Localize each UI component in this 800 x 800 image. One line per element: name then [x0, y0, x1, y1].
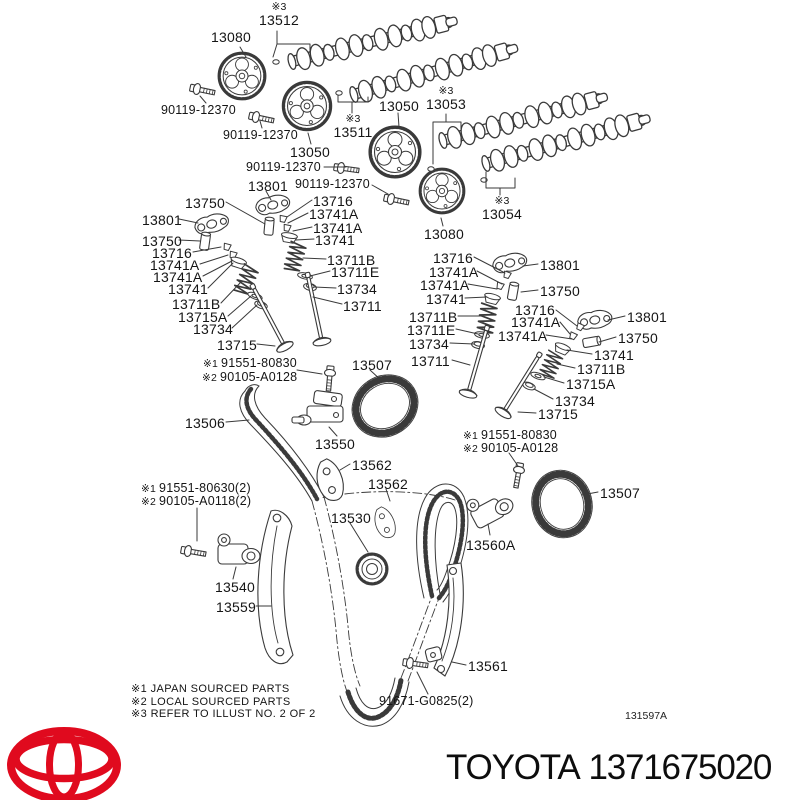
- legend-item: ※2 LOCAL SOURCED PARTS: [131, 695, 291, 708]
- part-label-13711B: 13711B: [327, 252, 376, 268]
- part-label-13750: 13750: [540, 283, 580, 299]
- part-label-13507: 13507: [600, 485, 640, 501]
- part-label-13711: 13711: [411, 353, 450, 369]
- part-label-13711B: 13711B: [172, 296, 221, 312]
- legend-item: ※1 JAPAN SOURCED PARTS: [131, 683, 290, 695]
- part-label-13741A: 13741A: [429, 264, 479, 280]
- part-label-13750: 13750: [618, 330, 658, 346]
- part-label-13506: 13506: [185, 415, 225, 431]
- part-label-13540: 13540: [215, 579, 255, 595]
- part-label-13741: 13741: [315, 232, 355, 248]
- part-label-13750: 13750: [185, 195, 225, 211]
- part-label-13711B: 13711B: [577, 361, 626, 377]
- part-label-13507: 13507: [352, 357, 392, 373]
- part-label-13562: 13562: [368, 476, 408, 492]
- part-label-13716: 13716: [433, 250, 473, 266]
- part-label-13711E: 13711E: [407, 322, 456, 338]
- part-label-13711B: 13711B: [409, 309, 458, 325]
- part-label-13741A: 13741A: [420, 277, 470, 293]
- part-label-13715A: 13715A: [178, 309, 228, 325]
- footer-part-number: 1371675020: [588, 748, 772, 787]
- part-label-13560A: 13560A: [466, 537, 516, 553]
- vvt-gear: [216, 50, 268, 102]
- part-label-90119-12370: 90119-12370: [246, 160, 321, 174]
- part-label-13716: 13716: [313, 193, 353, 209]
- legend: ※1 JAPAN SOURCED PARTS ※2 LOCAL SOURCED …: [131, 683, 316, 721]
- part-label-13715: 13715: [217, 337, 257, 353]
- part-label-90119-12370: 90119-12370: [223, 128, 298, 142]
- part-label-13715A: 13715A: [566, 376, 616, 392]
- footer-brand-text: TOYOTA: [446, 748, 581, 787]
- part-label-13050: 13050: [290, 144, 330, 160]
- part-label-13741: 13741: [426, 291, 466, 307]
- part-label-90119-12370: 90119-12370: [161, 103, 236, 117]
- part-label-13561: 13561: [468, 658, 508, 674]
- part-label-13734: 13734: [409, 336, 449, 352]
- part-label-13734: 13734: [337, 281, 377, 297]
- toyota-logo-icon: [7, 727, 121, 800]
- part-label-13715: 13715: [538, 406, 578, 422]
- part-label-13750: 13750: [142, 233, 182, 249]
- part-label-13741: 13741: [594, 347, 634, 363]
- part-label-13741A: 13741A: [511, 314, 561, 330]
- part-label-13801: 13801: [142, 212, 182, 228]
- part-label-13741A: 13741A: [309, 206, 359, 222]
- part-label-13741A: 13741A: [153, 269, 203, 285]
- part-label-13050: 13050: [379, 98, 419, 114]
- figure-code: 131597A: [625, 710, 668, 722]
- part-label-13734: 13734: [193, 321, 233, 337]
- part-label-13734: 13734: [555, 393, 595, 409]
- part-label-13080: 13080: [424, 226, 464, 242]
- part-label-13716: 13716: [515, 302, 555, 318]
- part-label-13801: 13801: [248, 178, 288, 194]
- part-label-13801: 13801: [627, 309, 667, 325]
- part-label-13711E: 13711E: [331, 264, 380, 280]
- part-label-13559: 13559: [216, 599, 256, 615]
- part-label-13080: 13080: [211, 29, 251, 45]
- part-label-13716: 13716: [152, 245, 192, 261]
- part-label-13550: 13550: [315, 436, 355, 452]
- legend-item: ※3 REFER TO ILLUST NO. 2 OF 2: [131, 708, 316, 721]
- part-label-13530: 13530: [331, 510, 371, 526]
- part-label-91671-G0825: 91671-G0825(2): [379, 694, 474, 708]
- part-label-13801: 13801: [540, 257, 580, 273]
- part-label-13562: 13562: [352, 457, 392, 473]
- part-label-90119-12370: 90119-12370: [295, 177, 370, 191]
- part-label-13741A: 13741A: [150, 257, 200, 273]
- part-label-13741: 13741: [168, 281, 208, 297]
- part-label-13711: 13711: [343, 298, 382, 314]
- part-label-13741A: 13741A: [313, 220, 363, 236]
- part-label-13741A: 13741A: [498, 328, 548, 344]
